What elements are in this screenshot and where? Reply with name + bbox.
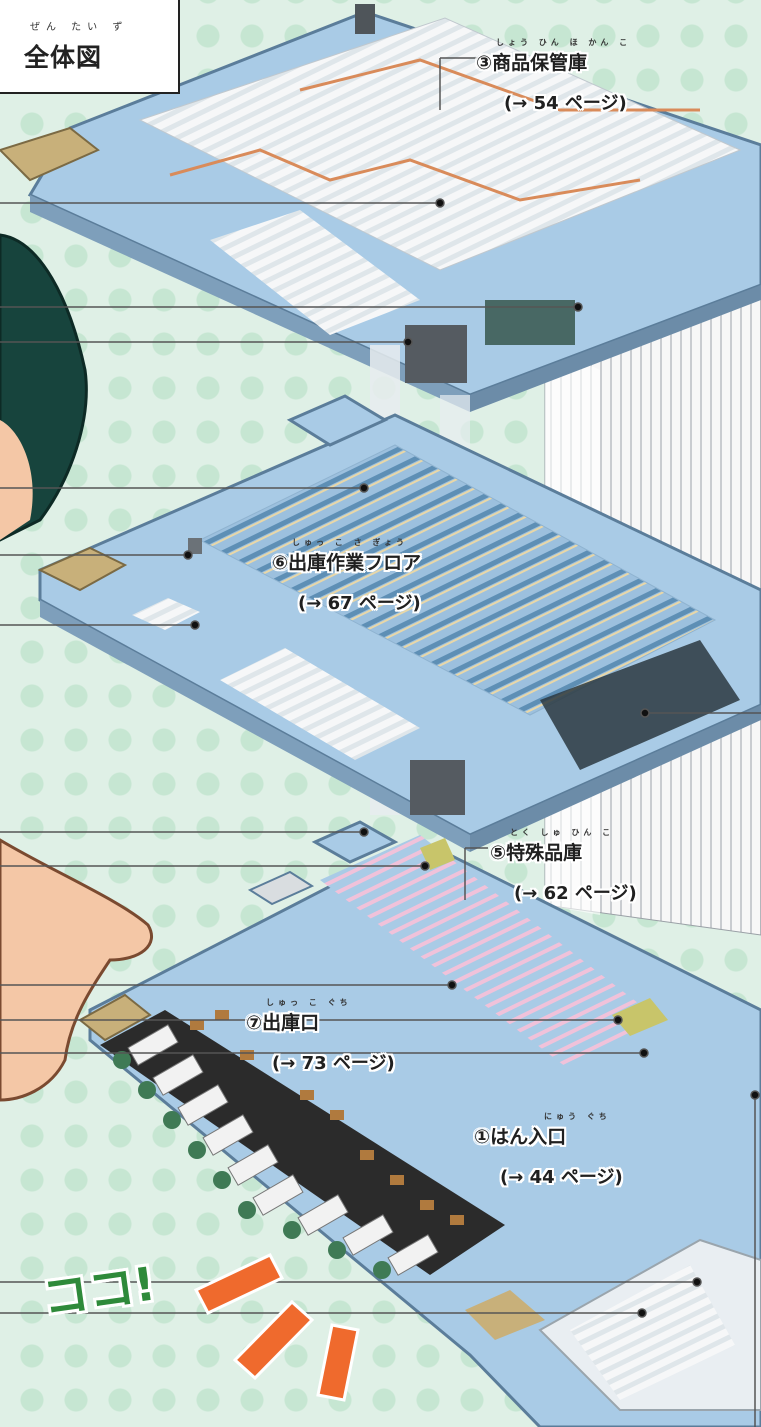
label-storage-page[interactable]: (→ 54 ページ) (504, 93, 627, 114)
label-storage[interactable]: しょう ひん ほ かん こ ③商品保管庫 (→ 54 ページ) (476, 38, 631, 115)
label-entrance-page[interactable]: (→ 44 ページ) (500, 1167, 623, 1188)
leader-lines (0, 57, 761, 1427)
emphasis-strokes (193, 1253, 360, 1402)
label-shipping-floor-name: ⑥出庫作業フロア (272, 552, 422, 574)
label-special-ruby: とく しゅ ひん こ (510, 828, 615, 837)
label-special-name: ⑤特殊品庫 (490, 842, 583, 864)
label-entrance-name: ①はん入口 (474, 1126, 567, 1148)
label-storage-name: ③商品保管庫 (476, 52, 588, 74)
label-exit[interactable]: しゅっ こ ぐち ⑦出庫口 (→ 73 ページ) (246, 998, 395, 1075)
label-special[interactable]: とく しゅ ひん こ ⑤特殊品庫 (→ 62 ページ) (490, 828, 637, 905)
truck-row (127, 1024, 439, 1276)
middle-floor (37, 394, 761, 852)
label-entrance-ruby: にゅう ぐち (544, 1112, 611, 1121)
cargo-pallets (190, 1010, 464, 1225)
label-entrance[interactable]: にゅう ぐち ①はん入口 (→ 44 ページ) (474, 1112, 623, 1189)
truck-cabs (113, 1051, 391, 1279)
page-title: 全体図 (24, 43, 103, 72)
title-box: ぜん たい ず 全体図 (0, 0, 180, 94)
label-exit-name: ⑦出庫口 (246, 1012, 320, 1034)
bottom-floor (78, 820, 761, 1427)
label-shipping-floor-page[interactable]: (→ 67 ページ) (298, 593, 421, 614)
label-storage-ruby: しょう ひん ほ かん こ (496, 38, 632, 47)
title-ruby: ぜん たい ず (30, 22, 129, 33)
character-illustration (0, 233, 153, 1102)
label-shipping-floor[interactable]: しゅっ こ さ ぎょう ⑥出庫作業フロア (→ 67 ページ) (272, 538, 421, 615)
label-exit-page[interactable]: (→ 73 ページ) (272, 1053, 395, 1074)
label-special-page[interactable]: (→ 62 ページ) (514, 883, 637, 904)
label-exit-ruby: しゅっ こ ぐち (266, 998, 352, 1007)
label-shipping-floor-ruby: しゅっ こ さ ぎょう (292, 538, 408, 547)
